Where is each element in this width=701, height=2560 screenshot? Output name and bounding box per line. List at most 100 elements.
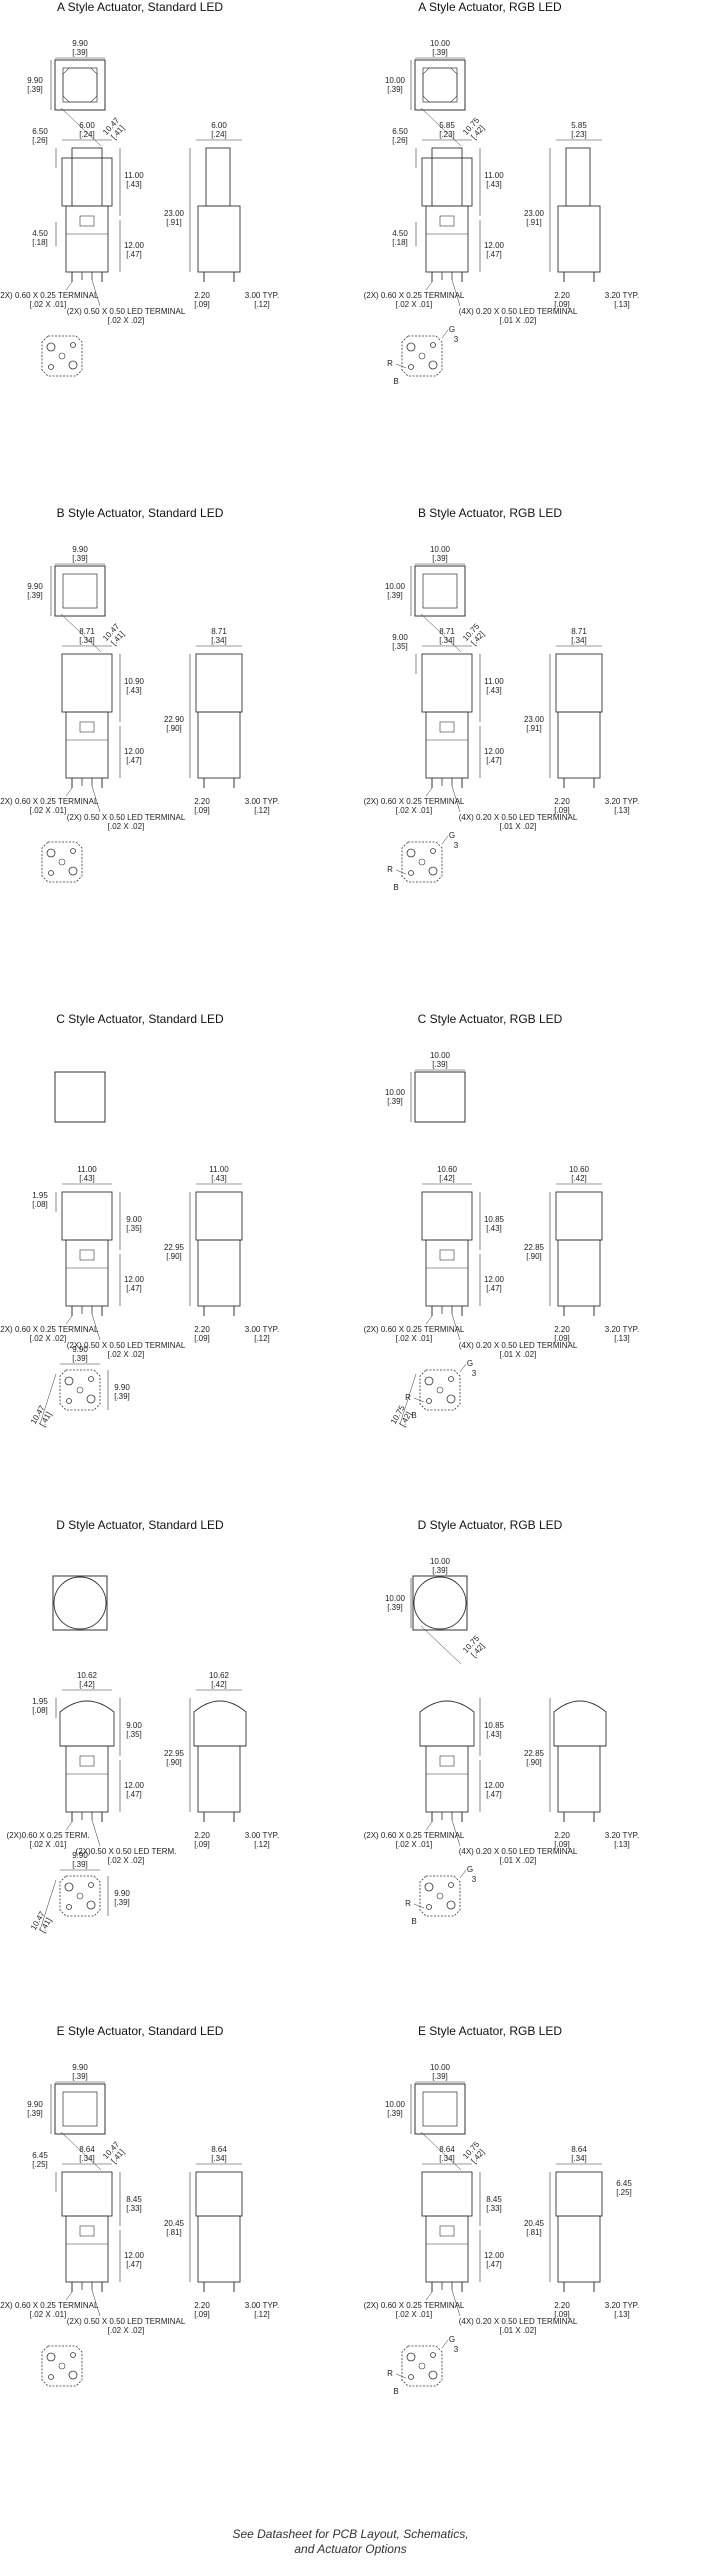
dim-front-left: 1.95: [32, 1697, 48, 1706]
pin-label-G: G: [449, 831, 455, 840]
dim-front-led-in: [.18]: [32, 238, 48, 247]
dim-top-height-in: [.39]: [387, 1603, 403, 1612]
dim-front-body-height-in: [.47]: [486, 756, 502, 765]
dim-side-height-in: [.90]: [526, 1252, 542, 1261]
diagonal-dim-line: [420, 107, 462, 147]
terminal-hole: [430, 2352, 436, 2358]
terminal-notes: (2X) 0.60 X 0.25 TERMINAL[.02 X .01](2X)…: [0, 2289, 186, 2335]
terminal-hole: [408, 870, 414, 876]
pin-label-B: B: [411, 1917, 416, 1926]
diagonal-dim-line: [60, 2131, 102, 2171]
terminal-hole: [48, 870, 54, 876]
note-switch-terminal-in: [.02 X .01]: [30, 2310, 66, 2319]
technical-drawing: 9.90[.39]9.90[.39]10.47[.41]8.71[.34]10.…: [0, 545, 279, 883]
side-dome: [193, 1700, 247, 1747]
dim-side-pin-length: 2.20: [554, 797, 570, 806]
note-led-terminal: (4X) 0.20 X 0.50 LED TERMINAL: [459, 307, 578, 316]
note-switch-terminal-in: [.02 X .01]: [396, 1334, 432, 1343]
side-stem: [205, 147, 231, 207]
actuator-dome: [59, 1700, 115, 1747]
dim-side-width-in: [.34]: [571, 2154, 587, 2163]
dim-front-cap-height: 11.00: [124, 171, 144, 180]
led-window: [79, 721, 95, 733]
led-window: [79, 1755, 95, 1767]
dim-side-height-in: [.90]: [166, 1758, 182, 1767]
dim-front-width-in: [.34]: [439, 2154, 455, 2163]
diagonal-dim-line: [420, 1625, 462, 1665]
pin-label-G: G: [467, 1359, 473, 1368]
note-led-terminal: (4X) 0.20 X 0.50 LED TERMINAL: [459, 1847, 578, 1856]
pin-label-R: R: [387, 359, 393, 368]
dim-top-width-in: [.39]: [72, 48, 88, 57]
technical-drawing: 10.00[.39]10.00[.39]10.75[.42]8.64[.34]8…: [364, 2063, 640, 2396]
top-view: [54, 1071, 106, 1123]
diagonal-dim-label: 10.75[.42]: [461, 1633, 486, 1659]
dim-top-width-in: [.39]: [432, 2072, 448, 2081]
led-window: [79, 2225, 95, 2237]
led-window: [439, 2225, 455, 2237]
diagonal-dim-label: 10.47[.41]: [101, 621, 126, 647]
dim-side-extra-in: [.25]: [616, 2188, 632, 2197]
front-view: 11.00[.43]1.95[.08]9.00[.35]12.00[.47]: [32, 1165, 145, 1316]
dim-side-pin-length: 2.20: [554, 1831, 570, 1840]
side-view: 6.00[.24]23.00[.91]2.20[.09]3.00 TYP.[.1…: [164, 121, 279, 309]
front-view: 10.62[.42]1.95[.08]9.00[.35]12.00[.47]: [32, 1671, 145, 1822]
dim-front-cap-height-in: [.33]: [126, 2204, 142, 2213]
side-housing: [197, 711, 241, 779]
dim-side-width: 5.85: [571, 121, 587, 130]
front-view: 10.60[.42]10.85[.43]12.00[.47]: [421, 1165, 505, 1316]
dim-front-body-height: 12.00: [124, 241, 145, 250]
dim-bottom-width: 9.90: [72, 1345, 88, 1354]
leader-line: [91, 2289, 101, 2317]
dim-side-pin-length-in: [.09]: [554, 2310, 570, 2319]
led-center-hole: [418, 858, 426, 866]
actuator-cap-outline: [54, 59, 106, 111]
dim-front-width: 10.62: [77, 1671, 98, 1680]
terminal-notes: (2X) 0.60 X 0.25 TERMINAL[.02 X .01](4X)…: [364, 2289, 578, 2335]
terminal-notes: (2X) 0.60 X 0.25 TERMINAL[.02 X .01](4X)…: [364, 785, 578, 831]
diagonal-dim-line: [60, 613, 102, 653]
technical-drawing: 10.00[.39]10.00[.39]10.75[.42]5.85[.23]6…: [364, 39, 640, 386]
footprint-outline: [401, 841, 443, 883]
actuator-cap-outline: [54, 1071, 106, 1123]
dim-top-width-in: [.39]: [72, 2072, 88, 2081]
pin-label-R: R: [405, 1393, 411, 1402]
pin-label-B: B: [393, 2387, 398, 2396]
diagonal-dim-line: [60, 107, 102, 147]
mounting-pin-hole: [46, 342, 56, 352]
note-led-terminal-in: [.01 X .02]: [500, 316, 536, 325]
dim-bottom-height-in: [.39]: [114, 1392, 130, 1401]
dim-front-cap-height-in: [.43]: [486, 1730, 502, 1739]
dim-top-height: 10.00: [385, 1594, 406, 1603]
dim-top-width: 10.00: [430, 1051, 451, 1060]
dim-side-height: 22.95: [164, 1749, 185, 1758]
dim-side-height: 22.85: [524, 1243, 545, 1252]
diagonal-dim-line: [39, 1373, 57, 1425]
dim-front-body-height: 12.00: [124, 1275, 145, 1284]
switch-housing: [65, 1745, 109, 1813]
dim-top-width-in: [.39]: [432, 554, 448, 563]
pin-label-G: G: [449, 2335, 455, 2344]
note-led-terminal-in: [.02 X .02]: [108, 2326, 144, 2335]
actuator-cap: [61, 2171, 113, 2217]
dim-front-body-height-in: [.47]: [486, 250, 502, 259]
dim-side-pin-length-in: [.09]: [554, 300, 570, 309]
pin-leader: [395, 869, 407, 875]
note-led-terminal: (2X) 0.50 X 0.50 LED TERMINAL: [67, 1341, 186, 1350]
pin-leader: [413, 1397, 425, 1403]
led-window: [439, 1249, 455, 1261]
diagonal-dim-line: [420, 2131, 462, 2171]
diagonal-dim-label: 10.75[.42]: [461, 115, 486, 141]
dim-front-width-in: [.42]: [79, 1680, 95, 1689]
dim-front-cap-height: 10.85: [484, 1215, 505, 1224]
dim-side-height-in: [.81]: [526, 2228, 542, 2237]
dim-side-width-in: [.43]: [211, 1174, 227, 1183]
leader-line: [91, 785, 101, 813]
led-window: [79, 215, 95, 227]
led-center-hole: [76, 1386, 84, 1394]
actuator-cap-outline: [414, 565, 466, 617]
dim-front-body-height: 12.00: [124, 1781, 145, 1790]
